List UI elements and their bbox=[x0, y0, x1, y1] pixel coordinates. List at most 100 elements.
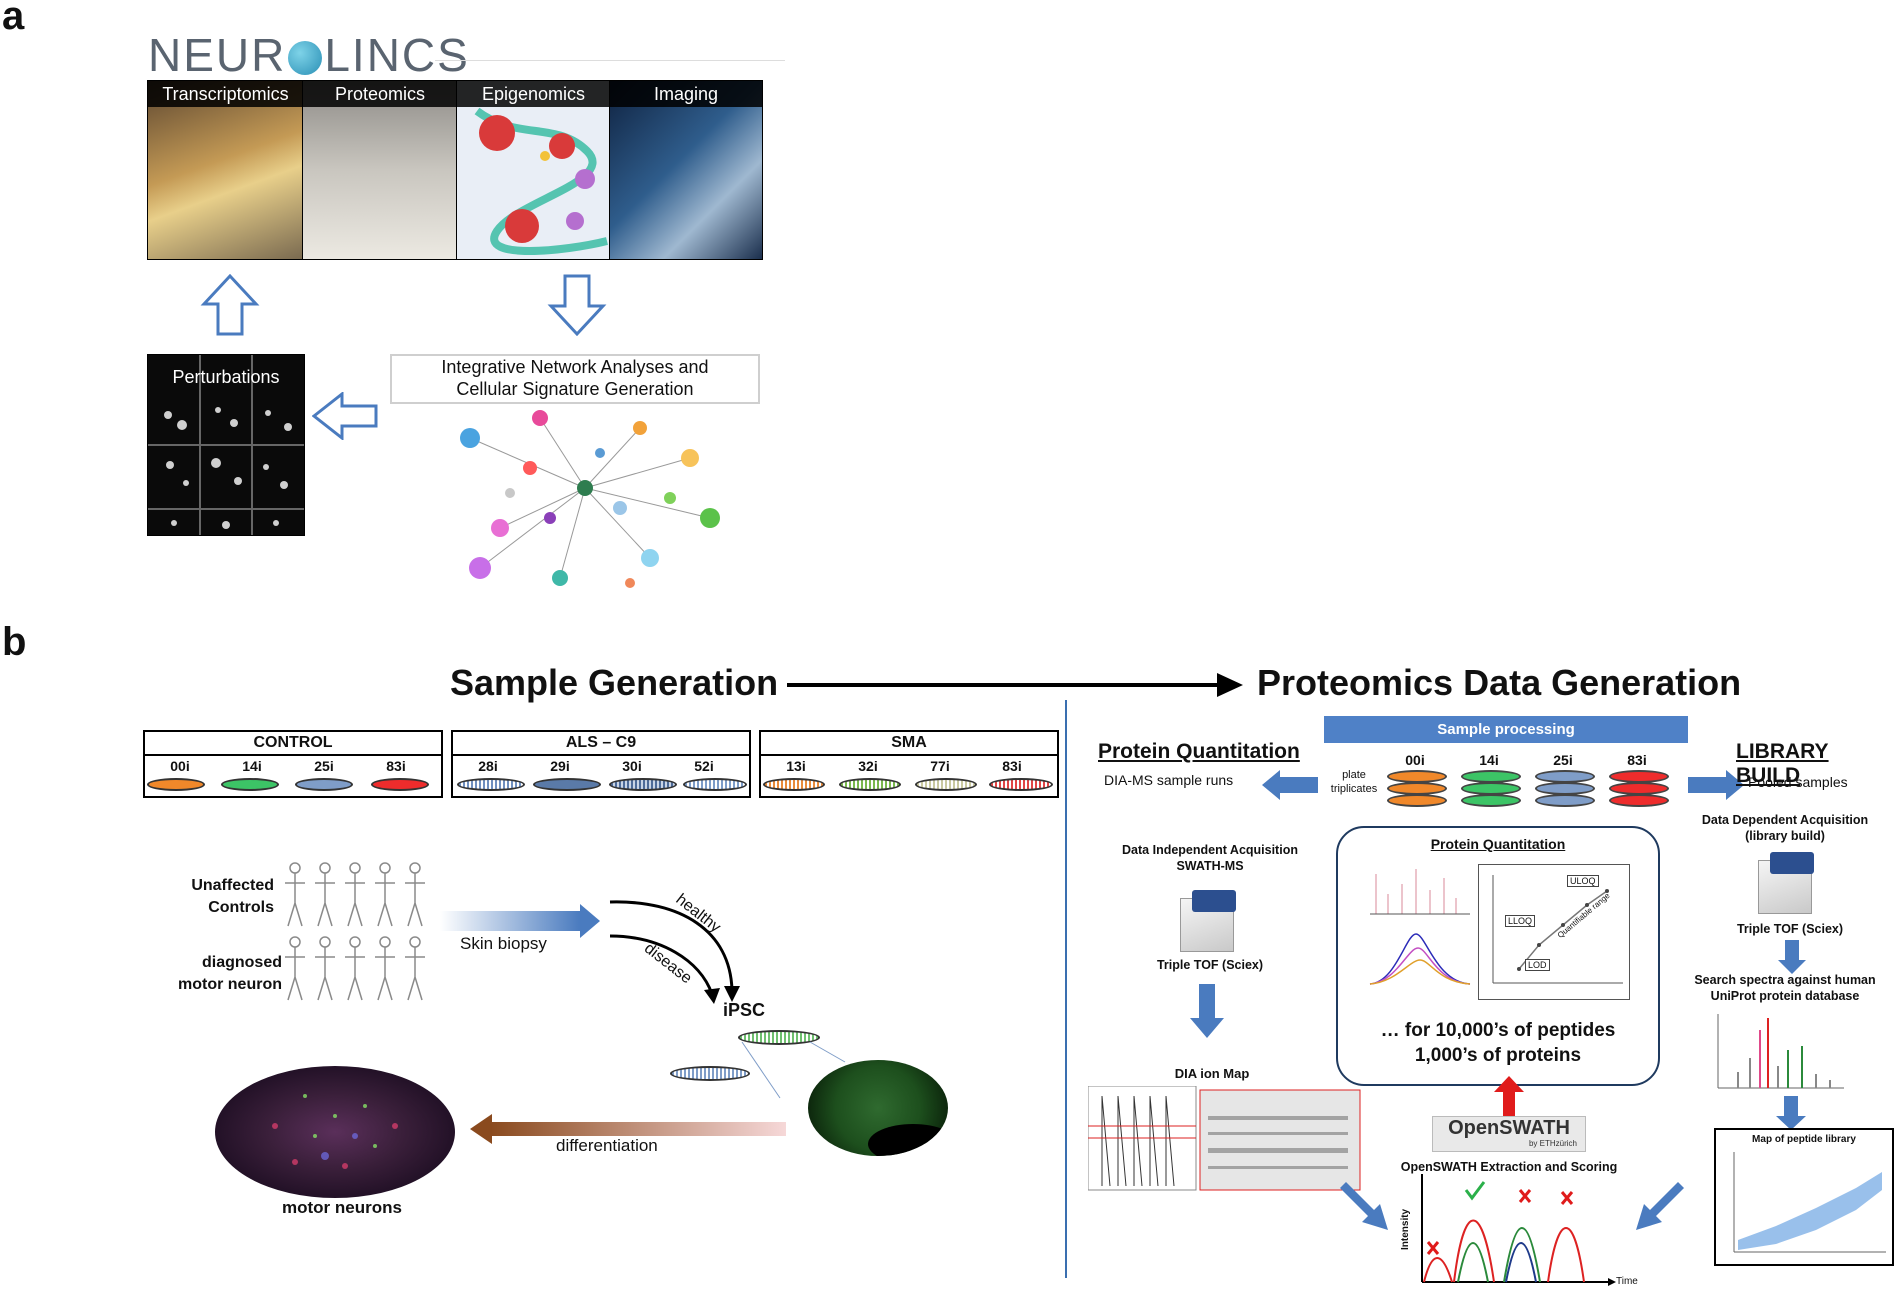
reprogramming-arrows bbox=[609, 900, 740, 1004]
culture-dish bbox=[457, 778, 525, 791]
diagnosed-line2: motor neuron bbox=[178, 976, 282, 993]
tile-transcriptomics: Transcriptomics bbox=[147, 80, 304, 260]
panel-b-letter: b bbox=[2, 620, 27, 664]
line-label: 52i bbox=[694, 758, 714, 774]
uloq-label: ULOQ bbox=[1567, 875, 1599, 887]
line-label: 30i bbox=[622, 758, 642, 774]
line-label: 14i bbox=[242, 758, 262, 774]
instrument-top bbox=[1192, 890, 1236, 912]
stack-dish bbox=[1535, 794, 1595, 807]
tile-label: Epigenomics bbox=[457, 81, 610, 107]
line-label: 83i bbox=[386, 758, 406, 774]
line-label: 00i bbox=[170, 758, 190, 774]
stack-label: 25i bbox=[1553, 752, 1573, 768]
colony-shadow bbox=[868, 1124, 948, 1156]
peptide-library-map: Map of peptide library bbox=[1714, 1128, 1894, 1266]
right-block-arrow-icon bbox=[1688, 770, 1744, 800]
culture-dish bbox=[147, 778, 205, 791]
diagonal-arrow-left-icon bbox=[1336, 1182, 1388, 1230]
openswath-by: by ETHzürich bbox=[1528, 1139, 1577, 1148]
mass-spectrometer-icon bbox=[1180, 890, 1240, 952]
search-line2: UniProt protein database bbox=[1710, 989, 1860, 1003]
left-arrow-icon bbox=[312, 392, 378, 440]
stack-label: 83i bbox=[1627, 752, 1647, 768]
group-sma: SMA 13i 32i 77i 83i bbox=[759, 730, 1059, 798]
dia-line2: SWATH-MS bbox=[1176, 859, 1244, 873]
culture-dish bbox=[763, 778, 825, 791]
tile-imaging: Imaging bbox=[609, 80, 763, 260]
unaffected-line1: Unaffected bbox=[191, 877, 274, 894]
network-label-box: Integrative Network Analyses and Cellula… bbox=[390, 354, 760, 404]
dia-line1: Data Independent Acquisition bbox=[1122, 843, 1298, 857]
dda-line2: (library build) bbox=[1745, 829, 1825, 843]
card-summary: … for 10,000’s of peptides 1,000’s of pr… bbox=[1338, 1018, 1658, 1068]
left-block-arrow-icon bbox=[1262, 770, 1318, 800]
plate-line2: triplicates bbox=[1330, 783, 1378, 795]
sample-generation-title: Sample Generation bbox=[450, 662, 779, 703]
calibration-curve bbox=[1492, 875, 1623, 984]
line-label: 32i bbox=[858, 758, 878, 774]
library-build-heading: LIBRARY BUILD bbox=[1736, 740, 1829, 787]
culture-dish bbox=[221, 778, 279, 791]
map-library-title: Map of peptide library bbox=[1752, 1134, 1856, 1145]
dia-ion-map-label: DIA ion Map bbox=[1174, 1066, 1250, 1081]
ipsc-label: iPSC bbox=[723, 1000, 766, 1020]
lloq-label: LLOQ bbox=[1505, 915, 1536, 927]
dia-ms-runs-label: DIA-MS sample runs bbox=[1104, 772, 1234, 788]
diagonal-arrow-right-icon bbox=[1636, 1182, 1688, 1230]
tile-label: Proteomics bbox=[303, 81, 457, 107]
stack-dish bbox=[1387, 794, 1447, 807]
people-silhouettes-icon bbox=[285, 862, 425, 1001]
logo-rule bbox=[435, 60, 785, 61]
scoring-peaks-chart bbox=[1421, 1174, 1616, 1286]
culture-dish bbox=[371, 778, 429, 791]
brain-icon bbox=[288, 41, 323, 75]
stack-dish bbox=[1609, 794, 1669, 807]
card-title: Protein Quantitation bbox=[1430, 836, 1566, 852]
skin-biopsy-label: Skin biopsy bbox=[460, 934, 547, 953]
card-line2: 1,000’s of proteins bbox=[1414, 1045, 1582, 1066]
neuron-texture bbox=[272, 1094, 398, 1169]
protein-quantitation-heading: Protein Quantitation bbox=[1098, 740, 1300, 763]
panel-a-letter: a bbox=[2, 0, 25, 38]
openswath-logo: OpenSWATH by ETHzürich bbox=[1432, 1116, 1586, 1152]
intensity-axis-label: Intensity bbox=[1400, 1208, 1411, 1250]
dda-label: Data Dependent Acquisition (library buil… bbox=[1680, 812, 1890, 844]
down-block-arrow-icon bbox=[1190, 984, 1224, 1038]
line-label: 29i bbox=[550, 758, 570, 774]
search-line1: Search spectra against human bbox=[1694, 973, 1876, 987]
down-block-arrow-icon bbox=[1778, 940, 1806, 974]
group-name: ALS – C9 bbox=[453, 732, 749, 756]
panel-divider bbox=[1065, 700, 1067, 1278]
culture-dish bbox=[683, 778, 747, 791]
perturbations-label: Perturbations bbox=[172, 367, 280, 387]
group-control: CONTROL 00i 14i 25i 83i bbox=[143, 730, 443, 798]
culture-dish bbox=[839, 778, 901, 791]
network-label-line2: Cellular Signature Generation bbox=[456, 379, 694, 399]
line-label: 77i bbox=[930, 758, 950, 774]
openswath-logo-text: OpenSWATH bbox=[1448, 1117, 1570, 1139]
calibration-inset: ULOQ LLOQ LOD Quantifiable range bbox=[1478, 864, 1630, 1000]
diagnosed-line1: diagnosed bbox=[201, 954, 282, 971]
extraction-label: OpenSWATH Extraction and Scoring bbox=[1400, 1160, 1618, 1174]
tile-label: Imaging bbox=[610, 81, 762, 107]
plate-triplicates-label: plate triplicates bbox=[1324, 768, 1384, 796]
chromatogram-mini-chart bbox=[1369, 869, 1471, 985]
perturbations-image: Perturbations bbox=[147, 354, 305, 536]
line-label: 25i bbox=[314, 758, 334, 774]
tile-epigenomics: Epigenomics bbox=[456, 80, 611, 260]
stack-dish bbox=[1461, 794, 1521, 807]
culture-dish bbox=[609, 778, 677, 791]
network-label-line1: Integrative Network Analyses and bbox=[441, 357, 709, 377]
line-label: 83i bbox=[1002, 758, 1022, 774]
down-block-arrow-icon bbox=[1776, 1096, 1806, 1130]
unaffected-controls-label: Unaffected Controls bbox=[170, 875, 274, 919]
culture-dish bbox=[533, 778, 601, 791]
tile-proteomics: Proteomics bbox=[302, 80, 458, 260]
differentiation-arrow bbox=[470, 1114, 786, 1144]
main-flow-arrow bbox=[787, 673, 1243, 697]
tile-label: Transcriptomics bbox=[148, 81, 303, 107]
line-label: 13i bbox=[786, 758, 806, 774]
protein-quantitation-card: Protein Quantitation ULOQ LLOQ LOD Quant… bbox=[1336, 826, 1660, 1086]
ipsc-dish-healthy bbox=[738, 1030, 820, 1045]
